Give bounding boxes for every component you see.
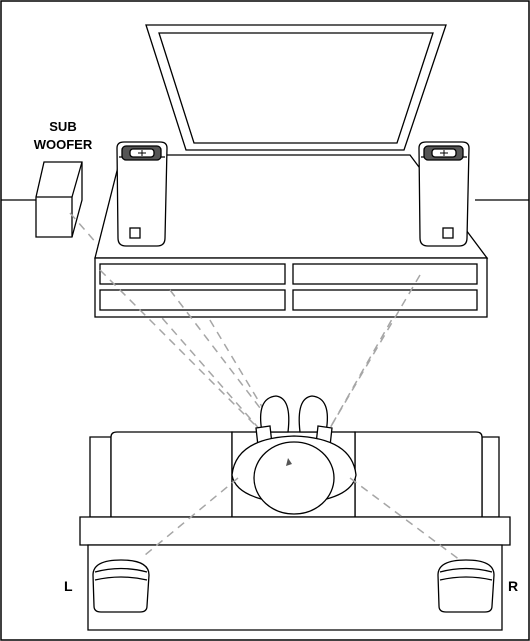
subwoofer-label-line2: WOOFER	[33, 137, 93, 152]
subwoofer-icon	[35, 161, 83, 238]
rear-left-label: L	[64, 578, 73, 594]
front-speaker-right-icon	[418, 141, 470, 247]
tv-stand	[94, 154, 489, 318]
dashed-sound-paths-front	[99, 269, 421, 433]
subwoofer-label: SUB WOOFER	[24, 118, 102, 154]
rear-speaker-left-icon	[92, 559, 150, 613]
rear-speaker-right-icon	[437, 559, 495, 613]
subwoofer-label-line1: SUB	[49, 119, 77, 134]
rear-right-label: R	[508, 578, 519, 594]
listener-icon	[231, 395, 357, 515]
front-speaker-left-icon	[116, 141, 168, 247]
tv-icon	[145, 24, 447, 151]
dashed-sound-paths-rear	[144, 477, 461, 561]
